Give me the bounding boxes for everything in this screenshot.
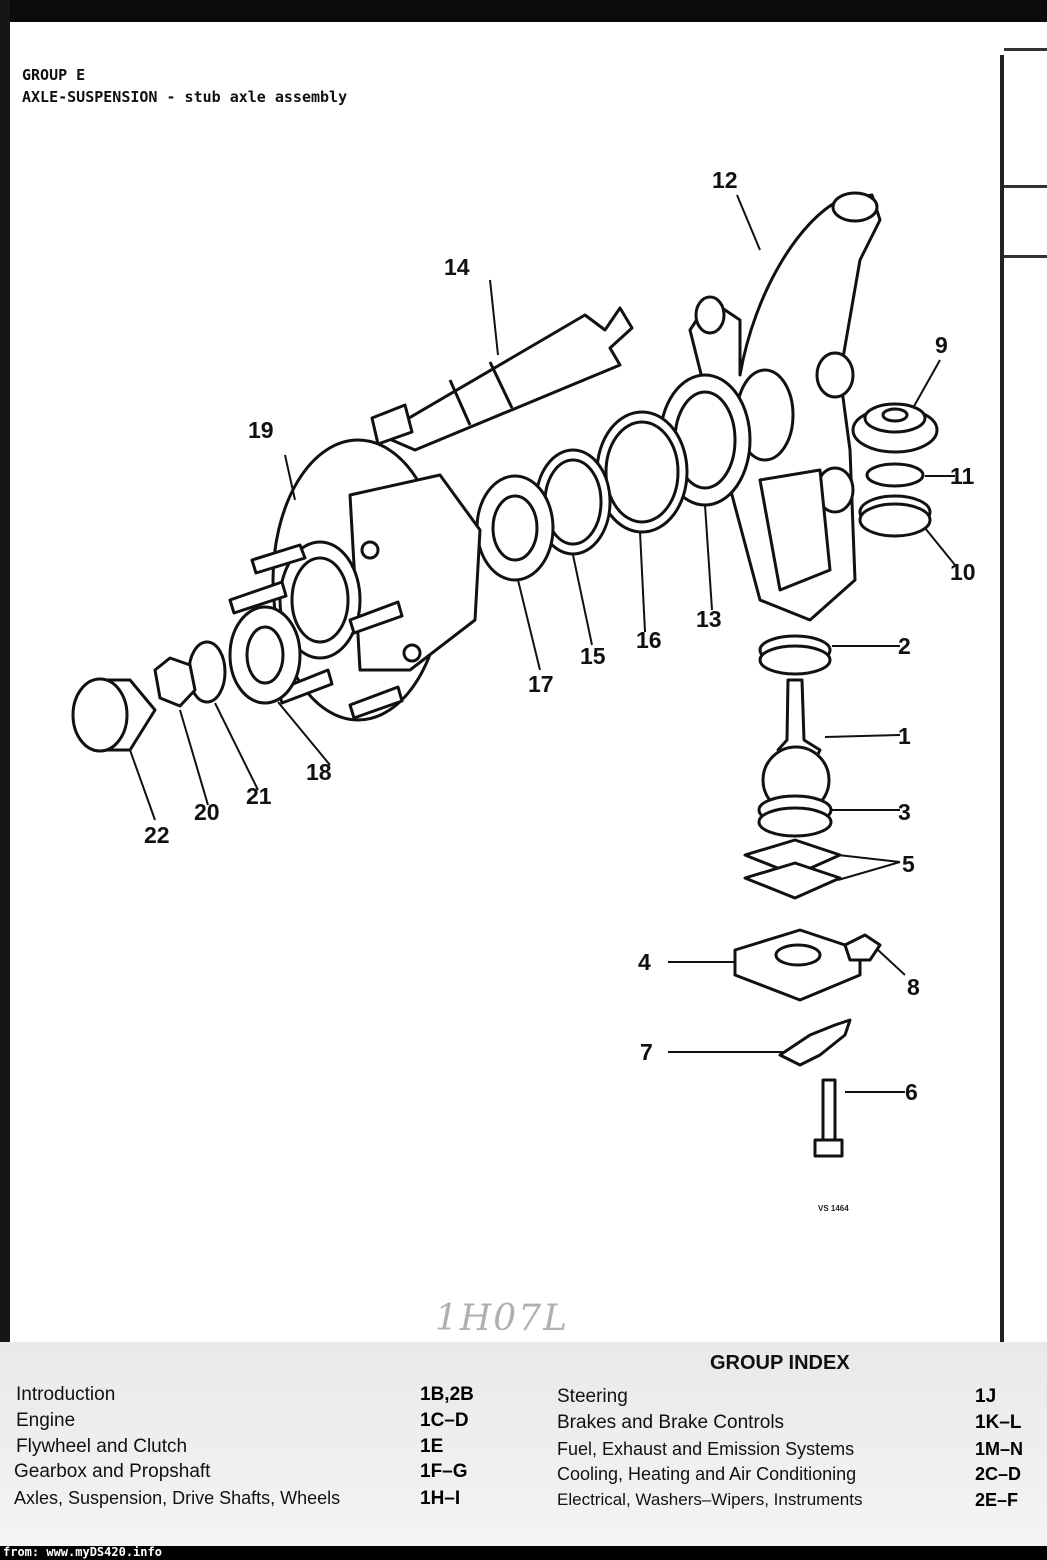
handwritten-note: 1H07L [435,1298,570,1339]
group-index-code: 1M–N [975,1439,1024,1459]
part-label: 13 [696,606,722,632]
circlip [865,462,925,488]
group-index-code: 1K–L [975,1412,1022,1433]
part-label: 11 [950,463,975,489]
dust-cover [851,402,939,454]
part-label: 8 [907,974,920,1000]
source-credit: from: www.myDS420.info [3,1545,162,1559]
bolt [813,1078,844,1158]
part-label: 7 [640,1039,653,1065]
margin-tick [1004,255,1047,258]
lock-plate [778,1018,852,1067]
group-index-item[interactable]: Flywheel and Clutch [16,1436,188,1457]
group-index-code: 2C–D [975,1464,1022,1484]
washer [187,640,227,704]
section-subtitle: AXLE-SUSPENSION - stub axle assembly [22,88,348,106]
part-label: 19 [248,417,274,443]
part-label: 5 [902,851,915,877]
shim-lower [743,861,842,900]
part-label: 17 [528,671,554,697]
group-index-code: 1J [975,1386,997,1407]
group-index-item[interactable]: Gearbox and Propshaft [14,1461,211,1482]
part-label: 1 [898,723,911,749]
group-index-title: GROUP INDEX [710,1352,850,1374]
left-border [0,0,10,1560]
part-label: 21 [246,783,272,809]
group-index-panel [0,1342,1047,1547]
figure-reference-code: VS 1464 [818,1204,849,1213]
group-index-item[interactable]: Engine [16,1410,76,1431]
part-label: 20 [194,799,220,825]
part-label: 14 [444,254,470,280]
ball-pin-cap [733,928,862,1002]
group-index-item[interactable]: Axles, Suspension, Drive Shafts, Wheels [14,1488,341,1508]
part-label: 4 [638,949,651,975]
top-border [0,0,1047,22]
part-label: 6 [905,1079,918,1105]
part-label: 18 [306,759,332,785]
group-index-item[interactable]: Electrical, Washers–Wipers, Instruments [557,1490,863,1509]
part-label: 22 [144,822,170,848]
group-index-item[interactable]: Fuel, Exhaust and Emission Systems [557,1439,855,1459]
margin-tick [1004,185,1047,188]
part-label: 3 [898,799,911,825]
group-index-item[interactable]: Cooling, Heating and Air Conditioning [557,1464,857,1484]
grease-cap [71,677,157,753]
source-strip [0,1546,1047,1560]
ball-socket-lower-base [757,806,833,838]
castellated-nut [153,656,197,708]
part-label: 10 [950,559,976,585]
part-label: 15 [580,643,606,669]
group-index-code: 1E [420,1436,444,1457]
group-index-item[interactable]: Brakes and Brake Controls [557,1412,785,1433]
margin-tick [1004,48,1047,51]
inner-bearing-bore [491,494,539,562]
right-margin-line [1000,55,1004,1345]
ball-socket-upper-base [758,644,832,676]
part-label: 2 [898,633,911,659]
exploded-parts-diagram: 1 2 3 4 5 6 7 8 9 10 11 12 13 14 15 16 1… [71,167,976,1158]
group-index-item[interactable]: Introduction [16,1384,116,1405]
seal-ring-lower [858,502,932,538]
outer-bearing-bore [245,625,285,685]
group-index-item[interactable]: Steering [557,1386,628,1407]
part-label: 12 [712,167,738,193]
group-index-code: 1C–D [420,1410,469,1431]
grease-nipple [843,933,882,962]
wheel-hub [228,438,482,722]
part-label: 16 [636,627,662,653]
group-index-code: 1H–I [420,1488,461,1509]
bearing-cup-inner [604,420,680,524]
group-heading: GROUP E [22,66,86,84]
group-index-code: 1B,2B [420,1384,474,1405]
stub-axle-shaft [370,306,634,452]
part-label: 9 [935,332,948,358]
ball-pin [761,678,831,815]
group-index-code: 2E–F [975,1490,1019,1510]
group-index-code: 1F–G [420,1461,468,1482]
